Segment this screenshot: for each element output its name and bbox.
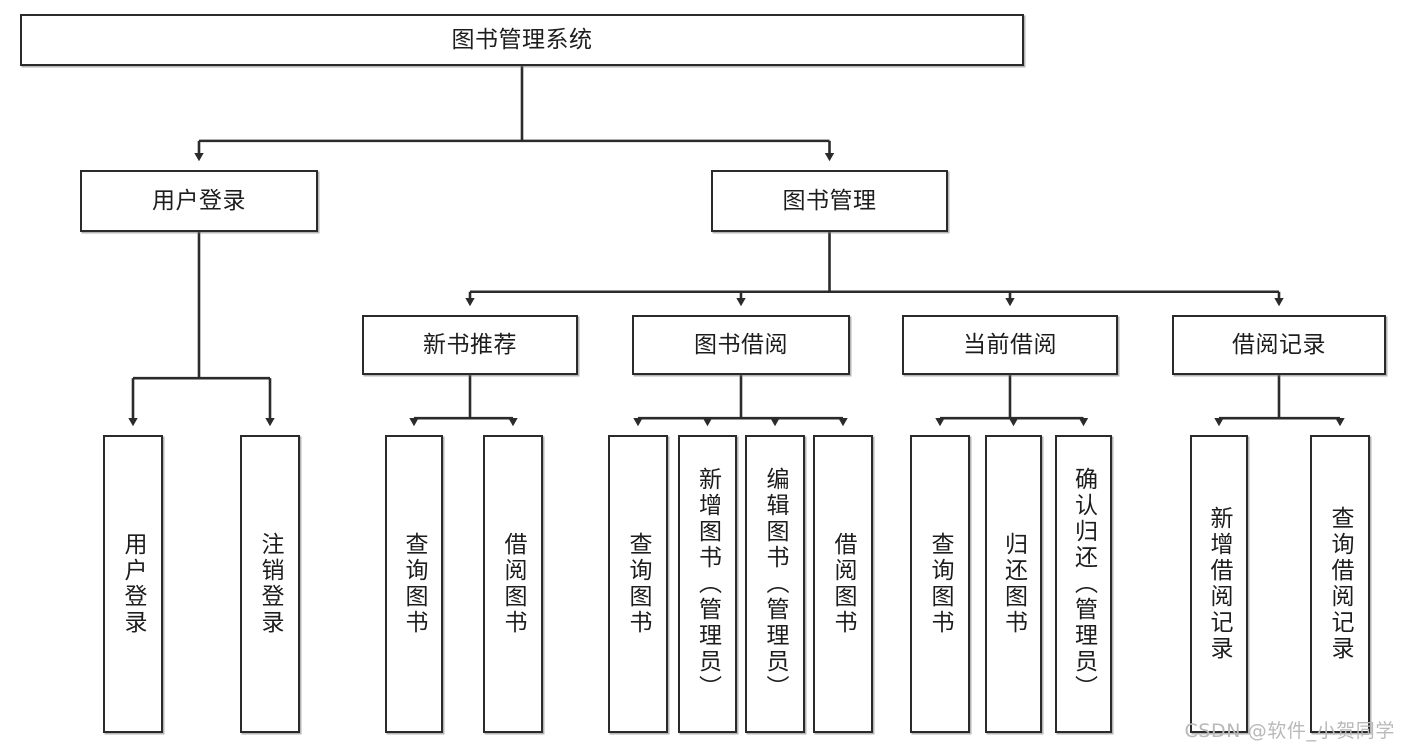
node-root-label: 图书管理系统: [451, 26, 593, 53]
node-book-borrow[interactable]: 图书借阅: [632, 315, 850, 375]
node-current-borrow[interactable]: 当前借阅: [902, 315, 1118, 375]
leaf-user-login[interactable]: 用户登录: [103, 435, 163, 733]
leaf-query-book-b[interactable]: 查询图书: [608, 435, 668, 733]
node-book-borrow-label: 图书借阅: [694, 331, 788, 358]
node-user-login-label: 用户登录: [152, 187, 246, 214]
node-current-borrow-label: 当前借阅: [963, 331, 1057, 358]
leaf-logout[interactable]: 注销登录: [240, 435, 300, 733]
leaf-logout-label: 注销登录: [257, 532, 284, 636]
node-borrow-record[interactable]: 借阅记录: [1172, 315, 1386, 375]
leaf-query-book-a[interactable]: 查询图书: [385, 435, 443, 733]
leaf-borrow-book-b-label: 借阅图书: [830, 532, 857, 636]
leaf-confirm-return[interactable]: 确认归还（管理员）: [1055, 435, 1112, 733]
leaf-query-book-c[interactable]: 查询图书: [910, 435, 970, 733]
node-new-book-recommend[interactable]: 新书推荐: [362, 315, 578, 375]
leaf-borrow-book-b[interactable]: 借阅图书: [813, 435, 873, 733]
leaf-query-book-a-label: 查询图书: [401, 532, 428, 636]
leaf-return-book[interactable]: 归还图书: [985, 435, 1042, 733]
node-borrow-record-label: 借阅记录: [1232, 331, 1326, 358]
node-book-manage-label: 图书管理: [782, 187, 877, 214]
leaf-borrow-book-a-label: 借阅图书: [500, 532, 527, 636]
leaf-query-book-c-label: 查询图书: [927, 532, 954, 636]
leaf-add-book-label: 新增图书（管理员）: [694, 467, 721, 701]
leaf-query-book-b-label: 查询图书: [625, 532, 652, 636]
node-user-login[interactable]: 用户登录: [80, 170, 318, 232]
leaf-add-book[interactable]: 新增图书（管理员）: [678, 435, 737, 733]
leaf-edit-book[interactable]: 编辑图书（管理员）: [745, 435, 805, 733]
leaf-query-borrow-record-label: 查询借阅记录: [1327, 506, 1354, 662]
leaf-add-borrow-record[interactable]: 新增借阅记录: [1190, 435, 1248, 733]
leaf-return-book-label: 归还图书: [1000, 532, 1027, 636]
leaf-user-login-label: 用户登录: [120, 532, 147, 636]
node-root[interactable]: 图书管理系统: [20, 14, 1024, 66]
leaf-edit-book-label: 编辑图书（管理员）: [762, 467, 789, 701]
leaf-confirm-return-label: 确认归还（管理员）: [1070, 467, 1097, 701]
leaf-borrow-book-a[interactable]: 借阅图书: [483, 435, 543, 733]
node-new-book-recommend-label: 新书推荐: [423, 331, 517, 358]
node-book-manage[interactable]: 图书管理: [711, 170, 948, 232]
leaf-query-borrow-record[interactable]: 查询借阅记录: [1310, 435, 1370, 733]
leaf-add-borrow-record-label: 新增借阅记录: [1206, 506, 1233, 662]
